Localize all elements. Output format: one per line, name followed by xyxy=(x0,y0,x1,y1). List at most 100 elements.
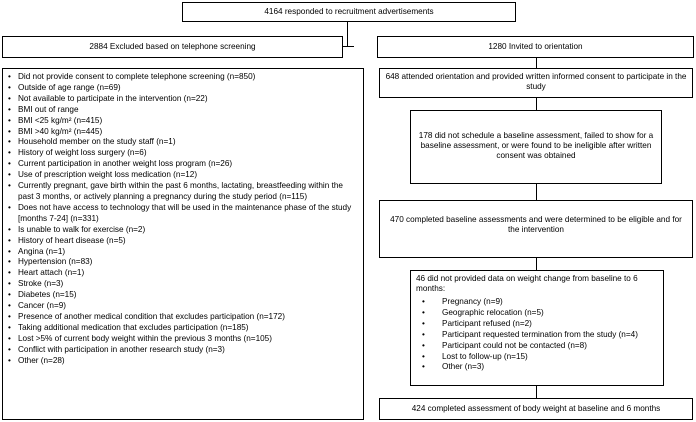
bullet-icon: • xyxy=(8,82,11,92)
no-data-title: 46 did not provided data on weight chang… xyxy=(416,274,638,293)
excluded-title: 2884 Excluded based on telephone screeni… xyxy=(89,42,256,51)
list-item-text: Household member on the study staff (n=1… xyxy=(18,137,176,147)
list-item: • Use of prescription weight loss medicat… xyxy=(8,170,359,181)
eligible-box: 470 completed baseline assessments and w… xyxy=(379,200,693,258)
list-item: •Conflict with participation in another … xyxy=(8,345,359,356)
list-item: •Diabetes (n=15) xyxy=(8,290,359,301)
bullet-icon: • xyxy=(8,170,11,180)
list-item: • Outside of age range (n=69) xyxy=(8,83,359,94)
list-item: •History of heart disease (n=5) xyxy=(8,236,359,247)
list-item: • Current participation in another weight… xyxy=(8,159,359,170)
bullet-icon: • xyxy=(8,311,11,321)
list-item: •Does not have access to technology that… xyxy=(8,203,359,225)
eligible-text: 470 completed baseline assessments and w… xyxy=(390,215,682,234)
list-item: • Household member on the study staff (n=… xyxy=(8,137,359,148)
completed-box: 424 completed assessment of body weight … xyxy=(379,398,693,420)
bullet-icon: • xyxy=(8,126,11,136)
bullet-icon: • xyxy=(8,333,11,343)
list-item-text: Current participation in another weight … xyxy=(18,159,233,169)
bullet-icon: • xyxy=(8,104,11,114)
list-item: • BMI out of range xyxy=(8,105,359,116)
list-item-text: BMI <25 kg/m² (n=415) xyxy=(18,115,103,125)
list-item-text: History of heart disease (n=5) xyxy=(18,235,126,245)
connector-invited-orientation xyxy=(536,58,537,68)
bullet-icon: • xyxy=(422,362,425,372)
connector-to-excluded xyxy=(343,46,354,47)
recruitment-text: 4164 responded to recruitment advertisem… xyxy=(264,7,434,16)
list-item-text: Is unable to walk for exercise (n=2) xyxy=(18,224,146,234)
exclusion-reasons-list: •Did not provide consent to complete tel… xyxy=(8,72,359,366)
bullet-icon: • xyxy=(8,159,11,169)
list-item: •Pregnancy (n=9) xyxy=(416,297,659,308)
bullet-icon: • xyxy=(422,351,425,361)
connector-orientation-nobaseline xyxy=(536,98,537,110)
list-item: •Taking additional medication that exclu… xyxy=(8,323,359,334)
bullet-icon: • xyxy=(8,115,11,125)
list-item-text: Taking additional medication that exclud… xyxy=(18,322,249,332)
list-item-text: Hypertension (n=83) xyxy=(18,257,93,267)
no-baseline-text: 178 did not schedule a baseline assessme… xyxy=(418,131,654,160)
bullet-icon: • xyxy=(8,137,11,147)
list-item: • Currently pregnant, gave birth within t… xyxy=(8,181,359,203)
list-item-text: BMI >40 kg/m² (n=445) xyxy=(18,126,103,136)
bullet-icon: • xyxy=(8,202,11,212)
list-item: •Participant refused (n=2) xyxy=(416,319,659,330)
bullet-icon: • xyxy=(422,307,425,317)
list-item-text: Not available to participate in the inte… xyxy=(18,93,208,103)
bullet-icon: • xyxy=(8,181,11,191)
list-item-text: Diabetes (n=15) xyxy=(18,290,77,300)
list-item: •Lost >5% of current body weight within … xyxy=(8,334,359,345)
list-item-text: Pregnancy (n=9) xyxy=(442,297,503,306)
bullet-icon: • xyxy=(8,355,11,365)
list-item-text: Cancer (n=9) xyxy=(18,301,67,311)
invited-text: 1280 Invited to orientation xyxy=(488,42,583,51)
orientation-box: 648 attended orientation and provided wr… xyxy=(379,68,693,98)
list-item-text: Currently pregnant, gave birth within th… xyxy=(18,181,343,201)
bullet-icon: • xyxy=(8,279,11,289)
list-item-text: Lost to follow-up (n=15) xyxy=(442,351,528,361)
list-item: •Presence of another medical condition t… xyxy=(8,312,359,323)
exclusion-reasons-box: •Did not provide consent to complete tel… xyxy=(2,68,364,420)
orientation-text: 648 attended orientation and provided wr… xyxy=(385,72,687,91)
connector-split xyxy=(347,34,348,46)
bullet-icon: • xyxy=(422,340,425,350)
connector-eligible-nodata xyxy=(536,258,537,270)
list-item: •Hypertension (n=83) xyxy=(8,257,359,268)
list-item: • Not available to participate in the int… xyxy=(8,94,359,105)
list-item: • Stroke (n=3) xyxy=(8,279,359,290)
list-item-text: Stroke (n=3) xyxy=(18,279,64,289)
bullet-icon: • xyxy=(8,93,11,103)
list-item: • Participant could not be contacted (n=8… xyxy=(416,341,659,352)
bullet-icon: • xyxy=(8,268,11,278)
list-item: •Angina (n=1) xyxy=(8,247,359,258)
list-item-text: Heart attach (n=1) xyxy=(18,268,85,278)
list-item: • Heart attach (n=1) xyxy=(8,268,359,279)
list-item: • BMI <25 kg/m² (n=415) xyxy=(8,116,359,127)
invited-box: 1280 Invited to orientation xyxy=(377,36,694,58)
list-item-text: Participant requested termination from t… xyxy=(442,329,638,339)
list-item-text: Use of prescription weight loss medicati… xyxy=(18,170,198,180)
list-item-text: Participant could not be contacted (n=8) xyxy=(442,340,587,350)
list-item: •Cancer (n=9) xyxy=(8,301,359,312)
list-item-text: Outside of age range (n=69) xyxy=(18,82,121,92)
excluded-title-box: 2884 Excluded based on telephone screeni… xyxy=(2,36,343,58)
list-item: • BMI >40 kg/m² (n=445) xyxy=(8,127,359,138)
list-item: •Other (n=28) xyxy=(8,356,359,367)
list-item: • History of weight loss surgery (n=6) xyxy=(8,148,359,159)
bullet-icon: • xyxy=(8,224,11,234)
list-item-text: BMI out of range xyxy=(18,104,79,114)
connector-nodata-completed xyxy=(536,386,537,398)
list-item: •Geographic relocation (n=5) xyxy=(416,308,659,319)
list-item-text: History of weight loss surgery (n=6) xyxy=(18,148,147,158)
list-item: • Is unable to walk for exercise (n=2) xyxy=(8,225,359,236)
bullet-icon: • xyxy=(422,318,425,328)
list-item: • Lost to follow-up (n=15) xyxy=(416,352,659,363)
no-data-box: 46 did not provided data on weight chang… xyxy=(410,270,664,386)
list-item-text: Angina (n=1) xyxy=(18,246,66,256)
bullet-icon: • xyxy=(422,329,425,339)
list-item-text: Other (n=3) xyxy=(442,362,485,372)
connector-nobaseline-eligible xyxy=(536,184,537,200)
connector-top-down xyxy=(347,22,348,34)
no-data-reasons-list: •Pregnancy (n=9)•Geographic relocation (… xyxy=(416,297,659,373)
bullet-icon: • xyxy=(8,148,11,158)
